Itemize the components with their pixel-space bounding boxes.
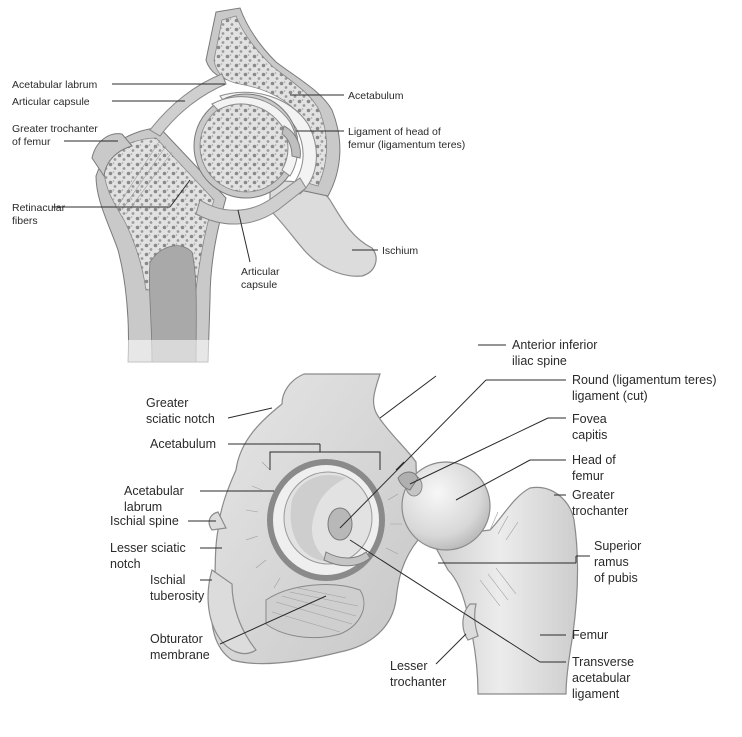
label-superior-ramus-3: of pubis — [594, 571, 638, 585]
label-greater-sciatic-notch-2: sciatic notch — [146, 412, 215, 426]
label-femur: Femur — [572, 628, 608, 642]
label-greater-trochanter-top-1: Greater trochanter — [12, 123, 98, 135]
retinacular-fibers-section — [117, 139, 173, 215]
round-ligament-stump — [327, 507, 353, 541]
label-fovea-capitis-1: Fovea — [572, 412, 607, 426]
label-lesser-trochanter-2: trochanter — [390, 675, 446, 689]
femur-medullary-cavity — [149, 245, 197, 363]
ilium-spongy-bone — [213, 15, 327, 187]
round-ligament-cut-end — [397, 471, 419, 491]
label-anterior-inferior-iliac-spine-2: iliac spine — [512, 354, 567, 368]
lesser-trochanter-shape — [462, 603, 479, 641]
label-obturator-membrane-2: membrane — [150, 648, 210, 662]
lateral-view-figure: Anterior inferior iliac spine Round (lig… — [110, 338, 717, 701]
label-greater-trochanter-bottom-1: Greater — [572, 488, 614, 502]
obturator-membrane-fibers — [271, 587, 359, 633]
capsule-fibers-around-acetabulum — [245, 461, 402, 589]
articular-capsule-band-upper — [149, 73, 227, 137]
label-articular-capsule-lower-2: capsule — [241, 279, 277, 291]
label-superior-ramus-2: ramus — [594, 555, 629, 569]
bottom-leader-lines — [188, 344, 590, 665]
label-transverse-acetabular-ligament-3: ligament — [572, 687, 620, 701]
acetabular-lunate-shadow — [290, 474, 346, 562]
label-greater-trochanter-bottom-2: trochanter — [572, 504, 628, 518]
articular-capsule-band-lower — [195, 177, 307, 225]
label-articular-capsule-top: Articular capsule — [12, 96, 90, 108]
femoral-head — [401, 461, 491, 551]
femoral-head-cartilage — [211, 96, 298, 177]
label-round-ligament-1: Round (ligamentum teres) — [572, 373, 717, 387]
label-retinacular-fibers-2: fibers — [12, 215, 38, 227]
label-greater-trochanter-top-2: of femur — [12, 136, 51, 148]
label-acetabular-labrum-top: Acetabular labrum — [12, 79, 97, 91]
label-lesser-sciatic-notch-2: notch — [110, 557, 141, 571]
label-ligament-head-2: femur (ligamentum teres) — [348, 139, 465, 151]
label-lesser-sciatic-notch-1: Lesser sciatic — [110, 541, 186, 555]
label-head-of-femur-1: Head of — [572, 453, 616, 467]
label-obturator-membrane-1: Obturator — [150, 632, 203, 646]
label-acetabulum-top: Acetabulum — [348, 90, 404, 102]
label-acetabular-labrum-bottom-1: Acetabular — [124, 484, 184, 498]
label-acetabular-labrum-bottom-2: labrum — [124, 500, 162, 514]
label-ischial-tuberosity-1: Ischial — [150, 573, 185, 587]
ligament-of-head-section — [281, 125, 301, 159]
label-superior-ramus-1: Superior — [594, 539, 641, 553]
label-transverse-acetabular-ligament-2: acetabular — [572, 671, 630, 685]
label-acetabulum-bottom: Acetabulum — [150, 437, 216, 451]
label-greater-sciatic-notch-1: Greater — [146, 396, 188, 410]
label-ischial-spine: Ischial spine — [110, 514, 179, 528]
label-round-ligament-2: ligament (cut) — [572, 389, 648, 403]
label-ischial-tuberosity-2: tuberosity — [150, 589, 205, 603]
label-retinacular-fibers-1: Retinacular — [12, 202, 66, 214]
femoral-neck-capsule-fibers — [479, 511, 519, 607]
coronal-section-figure: Acetabular labrum Articular capsule Grea… — [12, 7, 465, 366]
label-articular-capsule-lower-1: Articular — [241, 266, 280, 278]
top-leader-lines — [52, 83, 378, 263]
label-transverse-acetabular-ligament-1: Transverse — [572, 655, 634, 669]
greater-trochanter-section — [91, 133, 133, 178]
transverse-acetabular-ligament-shape — [323, 551, 371, 567]
label-head-of-femur-2: femur — [572, 469, 604, 483]
label-ligament-head-1: Ligament of head of — [348, 126, 441, 138]
obturator-membrane-shape — [265, 584, 365, 639]
label-fovea-capitis-2: capitis — [572, 428, 607, 442]
label-ischium: Ischium — [382, 245, 418, 257]
label-lesser-trochanter-1: Lesser — [390, 659, 428, 673]
label-anterior-inferior-iliac-spine-1: Anterior inferior — [512, 338, 597, 352]
